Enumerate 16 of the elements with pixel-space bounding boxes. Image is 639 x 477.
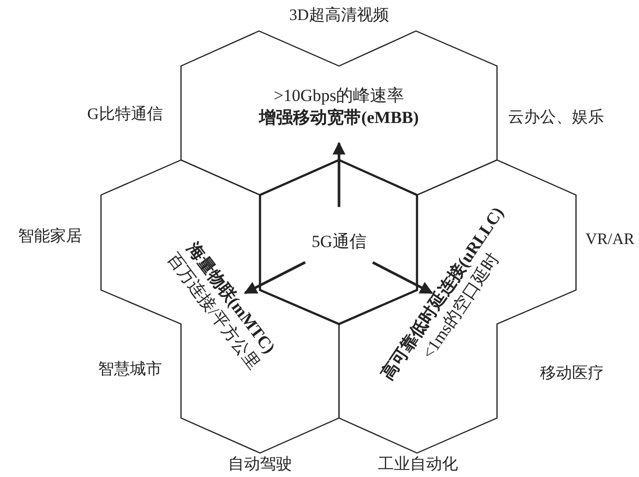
hexagon-pair — [181, 31, 497, 195]
application-label: 移动医疗 — [540, 364, 604, 384]
category-title: 增强移动宽带(eMBB) — [259, 107, 419, 129]
speed-note: >10Gbps的峰速率 — [272, 85, 406, 107]
application-label: VR/AR — [586, 230, 634, 250]
application-label: 3D超高清视频 — [289, 6, 389, 26]
application-label: G比特通信 — [87, 105, 163, 125]
arrow — [244, 261, 306, 294]
application-label: 工业自动化 — [378, 455, 458, 475]
node-label: 5G通信 — [312, 231, 366, 253]
arrow — [372, 261, 434, 294]
application-label: 自动驾驶 — [228, 455, 292, 475]
application-label: 云办公、娱乐 — [508, 108, 604, 128]
application-label: 智慧城市 — [98, 360, 162, 380]
application-label: 智能家居 — [18, 227, 82, 247]
arrow — [332, 142, 346, 207]
